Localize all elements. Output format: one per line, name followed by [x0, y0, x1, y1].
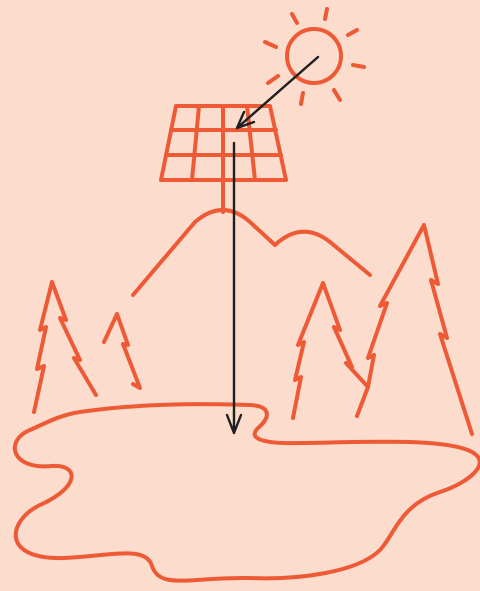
sun-ray [353, 65, 364, 67]
sun-ray [325, 9, 327, 19]
sun-ray [301, 93, 303, 104]
